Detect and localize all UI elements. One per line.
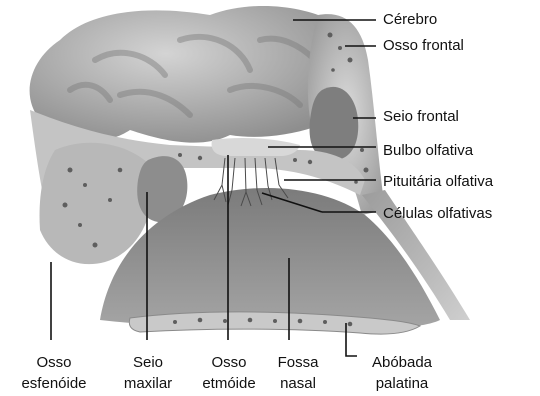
label-fossa-nasal-line2: nasal (266, 373, 330, 394)
label-seio-maxilar: Seio maxilar (111, 352, 185, 394)
label-seio-maxilar-line1: Seio (111, 352, 185, 373)
label-osso-etmoide-line1: Osso (190, 352, 268, 373)
label-seio-frontal: Seio frontal (383, 108, 459, 126)
label-osso-etmoide: Osso etmóide (190, 352, 268, 394)
label-fossa-nasal-line1: Fossa (266, 352, 330, 373)
frontal-sinus (310, 87, 359, 160)
label-bulbo-olfativa: Bulbo olfativa (383, 142, 473, 160)
label-abobada-palatina: Abóbada palatina (360, 352, 444, 394)
label-osso-esfenoide-line1: Osso (11, 352, 97, 373)
brain-region (30, 6, 332, 143)
label-pituitaria-olfativa: Pituitária olfativa (383, 173, 493, 191)
label-abobada-palatina-line1: Abóbada (360, 352, 444, 373)
label-fossa-nasal: Fossa nasal (266, 352, 330, 394)
label-cerebro: Cérebro (383, 11, 437, 29)
label-celulas-olfativas: Células olfativas (383, 205, 492, 223)
label-osso-esfenoide-line2: esfenóide (11, 373, 97, 394)
label-osso-esfenoide: Osso esfenóide (11, 352, 97, 394)
label-osso-etmoide-line2: etmóide (190, 373, 268, 394)
label-seio-maxilar-line2: maxilar (111, 373, 185, 394)
label-osso-frontal: Osso frontal (383, 37, 464, 55)
label-abobada-palatina-line2: palatina (360, 373, 444, 394)
